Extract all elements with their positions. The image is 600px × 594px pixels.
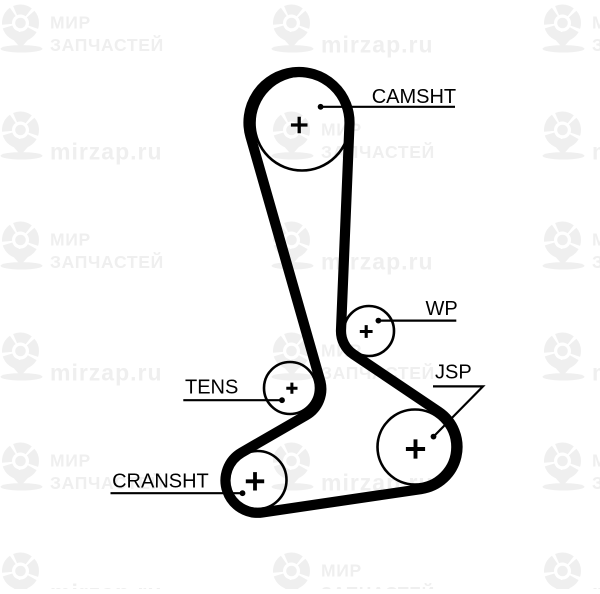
- svg-text:ЗАПЧАСТЕЙ: ЗАПЧАСТЕЙ: [321, 141, 435, 162]
- svg-text:mirzap.ru: mirzap.ru: [592, 580, 600, 590]
- svg-text:МИР: МИР: [50, 230, 91, 250]
- svg-text:mirzap.ru: mirzap.ru: [50, 139, 163, 165]
- svg-text:МИР: МИР: [321, 120, 362, 140]
- svg-text:ЗАПЧАСТЕЙ: ЗАПЧАСТЕЙ: [592, 472, 600, 493]
- svg-text:ЗАПЧАСТЕЙ: ЗАПЧАСТЕЙ: [50, 472, 164, 493]
- svg-text:МИР: МИР: [592, 451, 600, 471]
- svg-text:mirzap.ru: mirzap.ru: [321, 249, 434, 275]
- svg-text:МИР: МИР: [321, 561, 362, 581]
- svg-text:mirzap.ru: mirzap.ru: [321, 32, 434, 58]
- svg-text:ЗАПЧАСТЕЙ: ЗАПЧАСТЕЙ: [592, 251, 600, 272]
- svg-text:ЗАПЧАСТЕЙ: ЗАПЧАСТЕЙ: [50, 34, 164, 55]
- svg-text:ЗАПЧАСТЕЙ: ЗАПЧАСТЕЙ: [50, 251, 164, 272]
- svg-text:JSP: JSP: [435, 362, 472, 384]
- svg-text:WP: WP: [426, 298, 458, 320]
- svg-text:МИР: МИР: [50, 13, 91, 33]
- svg-text:TENS: TENS: [185, 376, 238, 398]
- svg-text:mirzap.ru: mirzap.ru: [592, 139, 600, 165]
- svg-text:ЗАПЧАСТЕЙ: ЗАПЧАСТЕЙ: [592, 34, 600, 55]
- svg-text:МИР: МИР: [50, 451, 91, 471]
- svg-text:CAMSHT: CAMSHT: [372, 86, 456, 108]
- svg-text:mirzap.ru: mirzap.ru: [50, 360, 163, 386]
- svg-text:МИР: МИР: [592, 13, 600, 33]
- svg-text:mirzap.ru: mirzap.ru: [592, 360, 600, 386]
- svg-text:mirzap.ru: mirzap.ru: [50, 580, 163, 590]
- svg-text:МИР: МИР: [592, 230, 600, 250]
- svg-text:CRANSHT: CRANSHT: [112, 471, 209, 493]
- svg-text:ЗАПЧАСТЕЙ: ЗАПЧАСТЕЙ: [321, 582, 435, 589]
